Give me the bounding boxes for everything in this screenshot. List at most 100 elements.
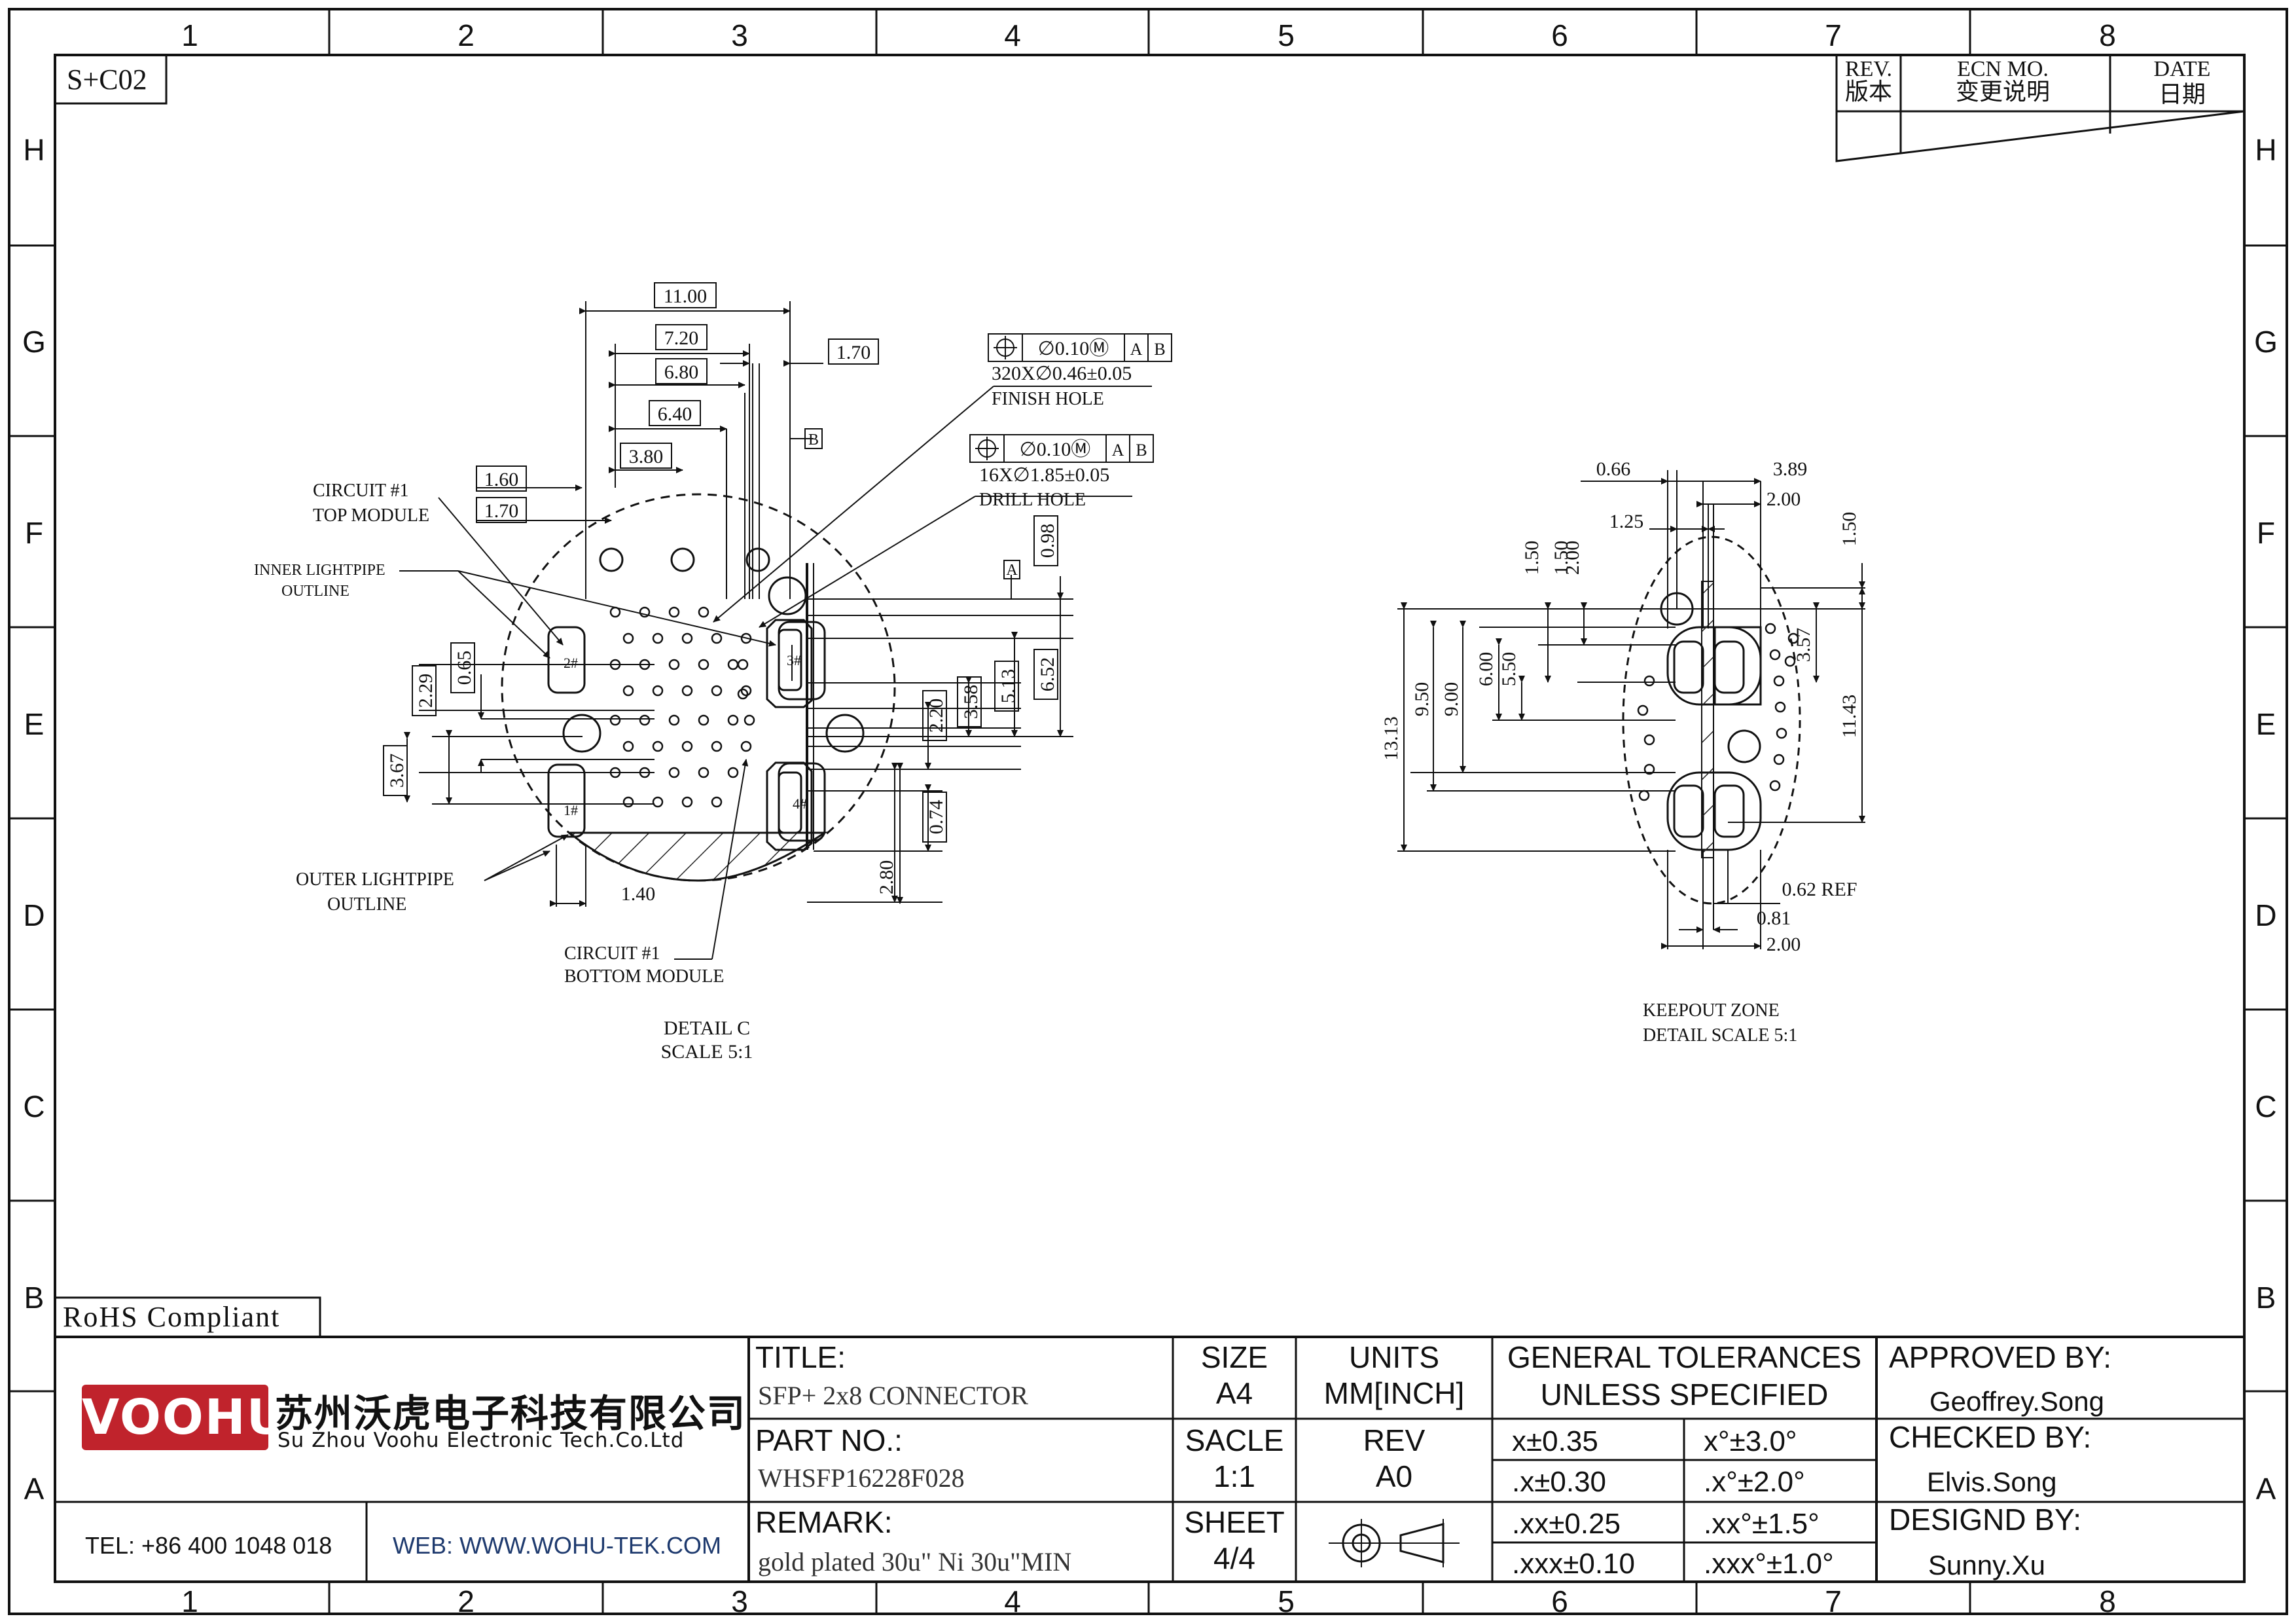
dim-label: 3.58 xyxy=(960,685,982,720)
sheet-code-box: S+C02 xyxy=(54,54,168,105)
part-no-value: WHSFP16228F028 xyxy=(758,1463,965,1493)
finish-hole xyxy=(668,714,680,726)
finish-hole xyxy=(1769,649,1781,661)
dim-label: 1.70 xyxy=(484,500,519,522)
dim-label: 0.62 REF xyxy=(1782,879,1857,900)
svg-text:∅0.10Ⓜ: ∅0.10Ⓜ xyxy=(1020,439,1091,460)
svg-text:A: A xyxy=(1112,441,1124,460)
dim-label: 1.40 xyxy=(621,883,656,905)
dim-label: 1.70 xyxy=(836,342,871,363)
finish-hole xyxy=(622,740,634,752)
col-label: 6 xyxy=(1551,1584,1568,1618)
size-label: SIZE xyxy=(1200,1340,1268,1374)
tolerance-angular: .x°±2.0° xyxy=(1704,1466,1805,1498)
svg-text:2#: 2# xyxy=(564,655,578,671)
tolerance-title: GENERAL TOLERANCES xyxy=(1507,1340,1862,1374)
dim-label: 3.67 xyxy=(386,754,408,788)
finish-hole xyxy=(668,659,680,670)
finish-hole xyxy=(1776,727,1787,739)
keepout-dimension-labels: 0.66 3.89 2.00 1.25 1.50 2.00 1.50 13.13… xyxy=(1380,458,1860,1046)
row-label: E xyxy=(2256,707,2276,741)
svg-text:FINISH HOLE: FINISH HOLE xyxy=(992,389,1104,409)
col-label: 1 xyxy=(181,1584,198,1618)
tolerance-subtitle: UNLESS SPECIFIED xyxy=(1540,1377,1829,1412)
rohs-box: RoHS Compliant xyxy=(54,1296,321,1338)
checked-by-label: CHECKED BY: xyxy=(1889,1420,2092,1454)
revision-block: REV. 版本 ECN MO. 变更说明 DATE 日期 xyxy=(1835,55,2245,162)
svg-text:ECN MO.: ECN MO. xyxy=(1957,57,2049,81)
company-web[interactable]: WEB: WWW.WOHU-TEK.COM xyxy=(393,1532,721,1559)
finish-hole xyxy=(681,632,693,644)
svg-text:A: A xyxy=(1130,340,1143,359)
zone-labels: 1 2 3 4 5 6 7 8 1 2 3 4 5 6 7 8 H G F E … xyxy=(22,18,2278,1618)
row-label: C xyxy=(2255,1089,2276,1123)
company-name-cn: 苏州沃虎电子科技有限公司 xyxy=(275,1391,747,1436)
col-label: 5 xyxy=(1278,18,1295,52)
finish-hole xyxy=(727,714,739,726)
company-name-en: Su Zhou Voohu Electronic Tech.Co.Ltd xyxy=(278,1429,685,1452)
dim-label: 9.00 xyxy=(1441,682,1462,717)
checked-by-value: Elvis.Song xyxy=(1927,1467,2057,1497)
finish-hole xyxy=(681,740,693,752)
part-no-label: PART NO.: xyxy=(755,1423,903,1457)
svg-text:INNER LIGHTPIPE: INNER LIGHTPIPE xyxy=(254,562,386,579)
designed-by-value: Sunny.Xu xyxy=(1928,1550,2046,1580)
dim-label: 1.25 xyxy=(1609,511,1644,532)
row-label: B xyxy=(24,1281,45,1315)
company-tel: TEL: +86 400 1048 018 xyxy=(85,1532,332,1559)
keepout-view xyxy=(1622,536,1801,905)
finish-hole xyxy=(1643,675,1655,687)
finish-hole xyxy=(737,659,749,670)
dim-label: 0.98 xyxy=(1037,524,1058,558)
finish-hole xyxy=(1638,790,1650,801)
finish-hole xyxy=(639,714,651,726)
detail-c-view xyxy=(501,493,896,882)
company-logo: VOOHU xyxy=(82,1385,286,1450)
col-label: 8 xyxy=(2099,18,2116,52)
keepout-scale: DETAIL SCALE 5:1 xyxy=(1643,1025,1797,1046)
datum-a-label: A xyxy=(1006,562,1018,579)
finish-hole xyxy=(609,714,621,726)
finish-hole xyxy=(1637,704,1649,716)
sheet-code: S+C02 xyxy=(67,64,147,96)
dim-label: 2.00 xyxy=(1562,541,1583,575)
finish-hole xyxy=(727,767,739,778)
finish-hole xyxy=(1773,675,1785,687)
col-label: 2 xyxy=(457,18,475,52)
dim-label: 0.65 xyxy=(454,651,475,685)
dim-label: 3.80 xyxy=(629,446,664,467)
svg-text:3#: 3# xyxy=(787,652,801,668)
dim-label: 6.00 xyxy=(1475,652,1497,687)
tolerance-linear: x±0.35 xyxy=(1512,1425,1598,1457)
finish-hole xyxy=(698,606,709,618)
finish-hole xyxy=(711,796,723,808)
finish-hole xyxy=(668,767,680,778)
col-label: 8 xyxy=(2099,1584,2116,1618)
col-label: 3 xyxy=(731,18,748,52)
units-value: MM[INCH] xyxy=(1323,1376,1465,1410)
finish-hole xyxy=(740,685,752,697)
feature-control-frame-2: ∅0.10Ⓜ A B 16X∅1.85±0.05 DRILL HOLE xyxy=(969,434,1154,510)
svg-text:日期: 日期 xyxy=(2159,81,2206,107)
svg-text:DATE: DATE xyxy=(2154,57,2211,81)
finish-hole xyxy=(652,685,664,697)
dim-label: 2.00 xyxy=(1767,934,1801,955)
svg-text:16X∅1.85±0.05: 16X∅1.85±0.05 xyxy=(979,464,1109,486)
finish-hole xyxy=(698,714,709,726)
finish-hole xyxy=(1643,734,1655,746)
svg-text:REV.: REV. xyxy=(1845,57,1892,81)
row-label: E xyxy=(24,707,45,741)
tolerance-linear: .xx±0.25 xyxy=(1512,1508,1621,1540)
row-label: C xyxy=(23,1089,45,1123)
finish-hole xyxy=(1643,763,1655,775)
col-label: 3 xyxy=(731,1584,748,1618)
finish-hole xyxy=(744,714,755,726)
svg-text:CIRCUIT #1: CIRCUIT #1 xyxy=(564,943,660,964)
dim-label: 0.74 xyxy=(925,800,947,835)
col-label: 5 xyxy=(1278,1584,1295,1618)
tolerance-linear: .xxx±0.10 xyxy=(1512,1548,1636,1580)
finish-hole xyxy=(622,632,634,644)
sheet-border xyxy=(8,8,2288,1615)
finish-hole xyxy=(1765,623,1776,634)
finish-hole xyxy=(1769,780,1781,792)
